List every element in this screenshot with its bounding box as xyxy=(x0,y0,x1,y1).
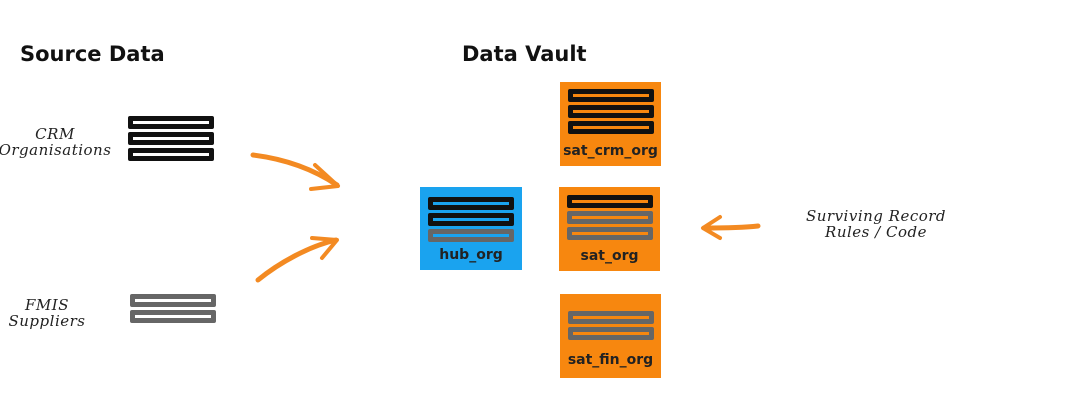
data-vault-heading: Data Vault xyxy=(462,42,587,66)
crm-table-icon xyxy=(127,116,215,164)
fmis-table-icon xyxy=(129,294,217,326)
source-crm-label: CRM Organisations xyxy=(0,125,112,159)
sat-fin-org-box: sat_fin_org xyxy=(560,294,661,378)
hub-org-label: hub_org xyxy=(439,247,503,263)
source-fmis-label: FMIS Suppliers xyxy=(8,296,86,330)
rules-label: Surviving Record Rules / Code xyxy=(805,207,947,241)
source-data-heading: Source Data xyxy=(20,42,165,66)
sat-org-table-icon xyxy=(559,195,660,243)
hub-org-box: hub_org xyxy=(420,187,522,270)
crm-to-vault-arrow-icon xyxy=(250,152,340,191)
hub-table-icon xyxy=(420,197,522,245)
sat-org-box: sat_org xyxy=(559,187,660,271)
rules-to-sat-arrow-icon xyxy=(701,215,761,240)
sat-crm-org-box: sat_crm_org xyxy=(560,82,661,166)
fmis-to-vault-arrow-icon xyxy=(255,236,339,283)
sat-org-label: sat_org xyxy=(580,248,639,264)
sat-fin-table-icon xyxy=(560,311,661,343)
sat-crm-table-icon xyxy=(560,89,661,137)
sat-fin-org-label: sat_fin_org xyxy=(567,352,654,368)
sat-crm-org-label: sat_crm_org xyxy=(563,143,658,159)
